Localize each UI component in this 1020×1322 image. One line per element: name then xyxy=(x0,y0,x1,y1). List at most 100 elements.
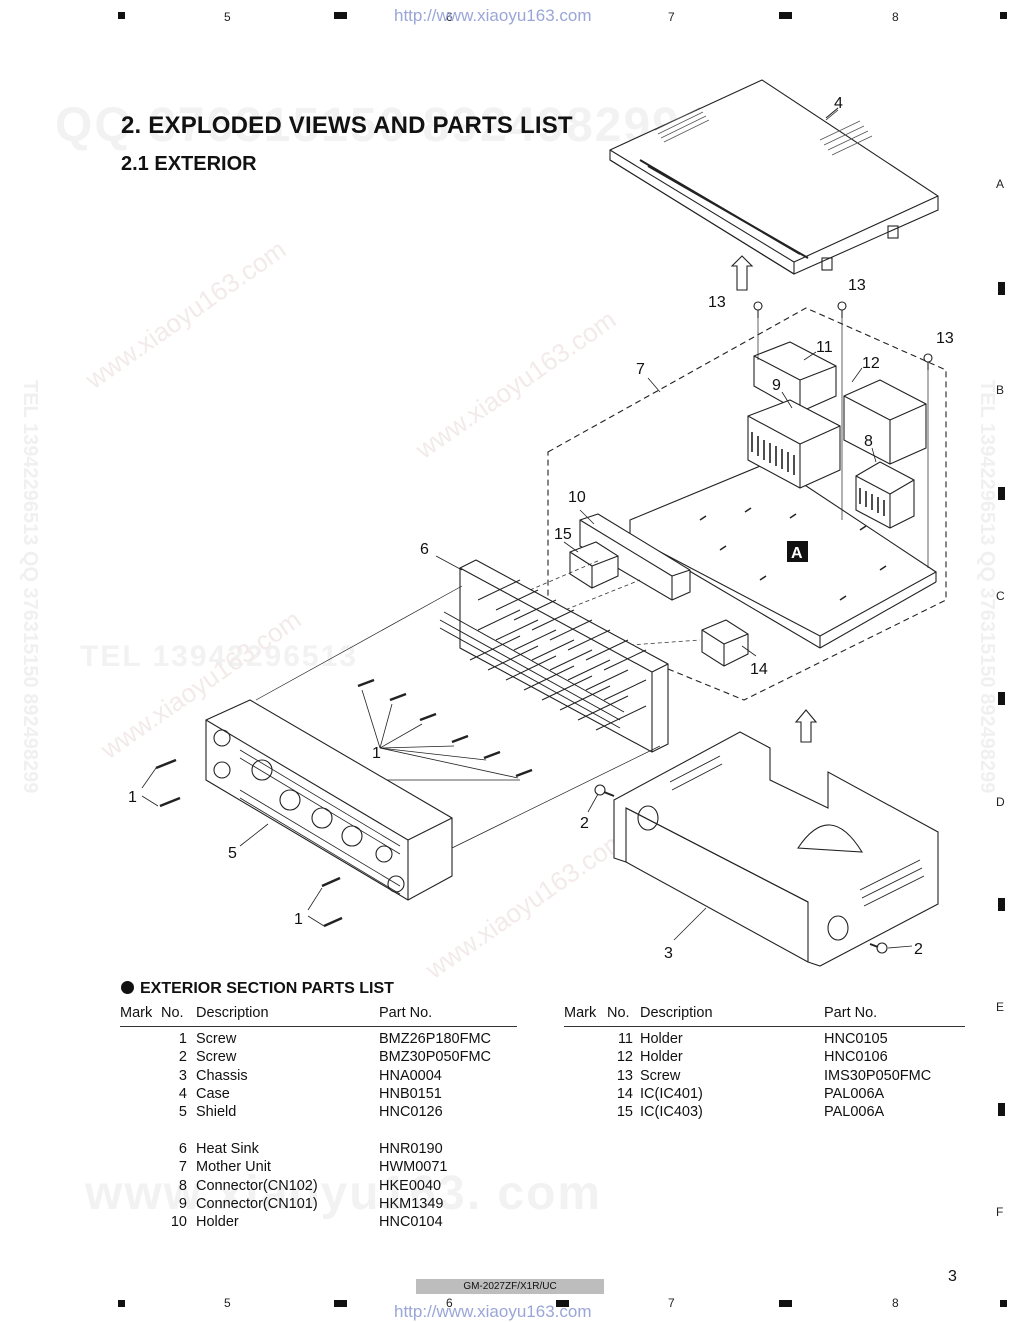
row-part-no: HNC0105 xyxy=(824,1031,888,1047)
callout-10: 10 xyxy=(568,489,586,506)
exploded-view-diagram: 1 1 1 1 2 2 3 4 5 6 7 8 9 10 11 12 13 13… xyxy=(128,79,954,967)
holder-10 xyxy=(579,513,691,601)
page-number: 3 xyxy=(948,1268,957,1285)
bullet-icon xyxy=(121,981,134,994)
side-letter-e: E xyxy=(996,1000,1005,1014)
col-header-description: Description xyxy=(640,1005,713,1021)
row-no: 11 xyxy=(617,1031,633,1047)
bottom-marker-3 xyxy=(556,1300,569,1307)
callout-3: 3 xyxy=(664,945,673,962)
table-row: 3 Chassis HNA0004 xyxy=(120,1068,517,1086)
row-description: Heat Sink xyxy=(196,1141,259,1157)
callout-6: 6 xyxy=(420,541,429,558)
callout-1-c: 1 xyxy=(372,745,381,762)
parts-table-right: Mark No. Description Part No. 11 Holder … xyxy=(564,1005,965,1135)
parts-list-heading: EXTERIOR SECTION PARTS LIST xyxy=(121,980,394,998)
row-part-no: HNC0104 xyxy=(379,1214,443,1230)
bottom-grid-number-8: 8 xyxy=(892,1296,899,1310)
top-marker-1 xyxy=(118,12,125,19)
row-part-no: PAL006A xyxy=(824,1104,885,1120)
row-description: Connector(CN102) xyxy=(196,1178,318,1194)
row-part-no: HNC0126 xyxy=(379,1104,443,1120)
row-part-no: HNB0151 xyxy=(379,1086,442,1102)
row-description: Shield xyxy=(196,1104,237,1120)
row-description: Holder xyxy=(640,1049,683,1065)
side-letter-a: A xyxy=(996,177,1005,191)
col-header-mark: Mark xyxy=(120,1005,153,1021)
callout-2-a: 2 xyxy=(580,815,589,832)
row-no: 10 xyxy=(170,1214,187,1230)
watermark-tel: TEL 13942296513 xyxy=(80,640,358,673)
table-row: 2 Screw BMZ30P050FMC xyxy=(120,1049,517,1067)
row-part-no: HNA0004 xyxy=(379,1068,442,1084)
row-part-no: HKE0040 xyxy=(379,1178,442,1194)
table-row: 14 IC(IC401) PAL006A xyxy=(564,1086,965,1104)
callout-1-d: 1 xyxy=(374,747,383,764)
side-marker-2 xyxy=(998,487,1005,500)
row-no: 6 xyxy=(178,1141,187,1157)
callout-13-a: 13 xyxy=(708,294,726,311)
table-row: 9 Connector(CN101) HKM1349 xyxy=(120,1196,517,1214)
row-part-no: IMS30P050FMC xyxy=(824,1068,932,1084)
row-no: 15 xyxy=(616,1104,633,1120)
up-arrow-top xyxy=(730,255,754,291)
callout-15: 15 xyxy=(554,526,572,543)
callout-9: 9 xyxy=(772,377,781,394)
row-part-no: PAL006A xyxy=(824,1086,885,1102)
side-letter-f: F xyxy=(996,1205,1004,1219)
ic-15 xyxy=(569,541,619,589)
bottom-grid-number-5: 5 xyxy=(224,1296,231,1310)
side-marker-3 xyxy=(998,692,1005,705)
row-no: 5 xyxy=(178,1104,187,1120)
row-no: 8 xyxy=(178,1178,187,1194)
top-marker-3 xyxy=(779,12,792,19)
footer-url: http://www.xiaoyu163.com xyxy=(394,1302,592,1321)
row-part-no: HNC0106 xyxy=(824,1049,888,1065)
col-header-part-no: Part No. xyxy=(379,1005,433,1021)
table-row: 13 Screw IMS30P050FMC xyxy=(564,1068,965,1086)
row-no: 12 xyxy=(616,1049,633,1065)
row-part-no: HNR0190 xyxy=(379,1141,443,1157)
row-description: Screw xyxy=(640,1068,681,1084)
heat-sink xyxy=(439,559,669,753)
connector-9 xyxy=(747,399,841,489)
table-row: 7 Mother Unit HWM0071 xyxy=(120,1159,517,1177)
row-description: Screw xyxy=(196,1031,237,1047)
col-header-no: No. xyxy=(607,1005,630,1021)
table-row: 6 Heat Sink HNR0190 xyxy=(120,1141,517,1159)
row-description: Holder xyxy=(196,1214,239,1230)
row-no: 2 xyxy=(178,1049,187,1065)
bottom-grid-number-6: 6 xyxy=(446,1296,453,1310)
row-description: Screw xyxy=(196,1049,237,1065)
callout-12: 12 xyxy=(862,355,880,372)
row-description: IC(IC401) xyxy=(640,1086,703,1102)
row-description: Holder xyxy=(640,1031,683,1047)
side-letter-c: C xyxy=(996,589,1005,603)
row-description: Connector(CN101) xyxy=(196,1196,318,1212)
grid-number-6: 6 xyxy=(446,10,453,24)
col-header-no: No. xyxy=(161,1005,184,1021)
table-row: 8 Connector(CN102) HKE0040 xyxy=(120,1178,517,1196)
up-arrow-bottom xyxy=(794,709,818,743)
side-letter-b: B xyxy=(996,383,1005,397)
page-title: 2. EXPLODED VIEWS AND PARTS LIST xyxy=(121,112,573,139)
row-description: IC(IC403) xyxy=(640,1104,703,1120)
bottom-marker-5 xyxy=(1000,1300,1007,1307)
header-rule xyxy=(564,1026,965,1027)
top-marker-2 xyxy=(334,12,347,19)
row-no: 14 xyxy=(616,1086,633,1102)
grid-number-5: 5 xyxy=(224,10,231,24)
model-number-bar: GM-2027ZF/X1R/UC xyxy=(416,1279,604,1294)
row-no: 13 xyxy=(616,1068,633,1084)
table-row: 15 IC(IC403) PAL006A xyxy=(564,1104,965,1122)
header-url: http://www.xiaoyu163.com xyxy=(394,6,592,25)
holder-12 xyxy=(843,379,927,465)
callout-7: 7 xyxy=(636,361,645,378)
row-part-no: BMZ30P050FMC xyxy=(379,1049,492,1065)
side-marker-4 xyxy=(998,898,1005,911)
parts-table-left: Mark No. Description Part No. 1 Screw BM… xyxy=(120,1005,517,1235)
connector-8 xyxy=(855,461,915,529)
row-no: 1 xyxy=(178,1031,187,1047)
section-subtitle: 2.1 EXTERIOR xyxy=(121,153,257,175)
grid-number-8: 8 xyxy=(892,10,899,24)
